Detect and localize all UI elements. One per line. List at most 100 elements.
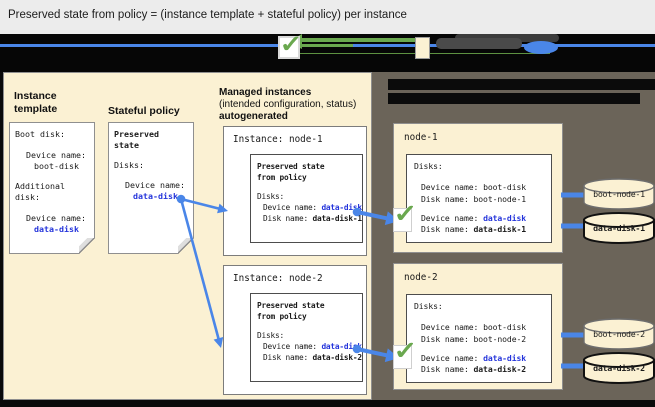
legend-obscured-text-2: [436, 38, 522, 49]
boot-device-row: Device name: boot-disk: [421, 182, 551, 193]
device-value: data-disk: [321, 342, 362, 351]
node-disks-box: Disks: Device name: boot-disk Disk name:…: [406, 294, 552, 383]
managed-instances-heading-line2: (intended configuration, status): [219, 99, 357, 110]
managed-instance-node-2: Instance: node-2 Preserved state from po…: [223, 265, 367, 395]
header-bar: Preserved state from policy = (instance …: [0, 0, 655, 34]
legend-green-arrow-bar: [301, 37, 417, 42]
boot-disk-label: Boot disk:: [15, 129, 65, 139]
obscured-heading-line2: [388, 93, 640, 104]
disk-value: data-disk-2: [473, 364, 527, 375]
cylinder-shape: [583, 212, 655, 244]
data-device-row: Device name: data-disk: [421, 213, 551, 224]
disk-label: Disk name:: [421, 193, 469, 204]
data-disk-row: Disk name: data-disk-1: [421, 224, 551, 235]
disk-cylinder-boot-node-2: boot-node-2: [583, 318, 655, 350]
stateful-policy-heading: Stateful policy: [108, 105, 180, 117]
disk-row: Disk name: data-disk-1: [257, 213, 362, 224]
data-disk-value: data-disk: [34, 223, 79, 234]
data-disk-value: data-disk: [133, 191, 178, 202]
disk-label: data-disk-2: [593, 363, 645, 373]
disk-value: data-disk-2: [312, 353, 362, 362]
vm-node-1: node-1 Disks: Device name: boot-disk Dis…: [393, 123, 563, 253]
device-label: Device name:: [263, 203, 317, 212]
disk-label: boot-node-2: [593, 329, 645, 339]
device-label: Device name:: [421, 182, 479, 193]
check-icon: ✓: [279, 31, 303, 58]
disk-row: Disk name: data-disk-2: [257, 352, 362, 363]
disk-label: Disk name:: [421, 224, 469, 235]
managed-instances-heading-line3: autogenerated: [219, 111, 288, 122]
node-2-checkbox: ✓: [393, 337, 418, 369]
preserved-state-box-title: Preserved state from policy: [257, 162, 325, 182]
device-name-label: Device name:: [125, 180, 185, 191]
device-value: boot-disk: [483, 182, 527, 193]
page-fold: [178, 238, 194, 254]
boot-disk-row: Disk name: boot-node-1: [421, 194, 551, 205]
disk-cylinder-data-disk-1: data-disk-1: [583, 212, 655, 244]
check-icon: ✓: [393, 337, 418, 365]
legend-cream-swatch: [415, 37, 430, 59]
managed-instance-node-1: Instance: node-1 Preserved state from po…: [223, 126, 367, 256]
node-name: node-2: [404, 272, 438, 283]
cylinder-shape: [583, 178, 655, 210]
device-name-label: Device name:: [26, 149, 86, 160]
disk-label: Disk name:: [421, 333, 469, 344]
preserved-state-box: Preserved state from policy Disks: Devic…: [250, 154, 363, 243]
instance-template-doc: Boot disk: Device name: boot-disk Additi…: [9, 122, 95, 254]
disks-label: Disks:: [114, 159, 144, 170]
stateful-policy-doc: Preserved state Disks: Device name: data…: [108, 122, 194, 254]
legend-checkbox: ✓: [278, 31, 303, 59]
disk-value: boot-node-2: [473, 333, 527, 344]
obscured-heading-line1: [388, 79, 655, 90]
boot-disk-value: boot-disk: [34, 160, 79, 171]
legend-disk-icon: [524, 41, 558, 54]
device-value: data-disk: [321, 203, 362, 212]
disk-label: boot-node-1: [593, 189, 645, 199]
disk-label: Disk name:: [421, 364, 469, 375]
device-value: boot-disk: [483, 322, 527, 333]
cylinder-shape: [583, 352, 655, 384]
instance-title: Instance: node-2: [233, 273, 323, 284]
data-device-row: Device name: data-disk: [421, 353, 551, 364]
disks-label: Disks:: [414, 161, 443, 171]
disk-value: data-disk-1: [312, 214, 362, 223]
disks-label: Disks:: [414, 301, 443, 311]
disk-label: Disk name:: [263, 214, 308, 223]
disk-cylinder-boot-node-1: boot-node-1: [583, 178, 655, 210]
additional-disk-label: Additional disk:: [15, 181, 65, 203]
disk-label: data-disk-1: [593, 223, 645, 233]
device-label: Device name:: [263, 342, 317, 351]
device-label: Device name:: [421, 322, 479, 333]
legend-band: ✓: [0, 31, 655, 72]
managed-instances-heading-line1: Managed instances: [219, 87, 312, 98]
data-disk-row: Disk name: data-disk-2: [421, 364, 551, 375]
disks-label: Disks:: [257, 331, 284, 340]
disk-value: boot-node-1: [473, 193, 527, 204]
preserved-state-title: Preserved state: [114, 129, 159, 150]
device-label: Device name:: [421, 352, 479, 363]
check-icon: ✓: [393, 200, 418, 228]
device-value: data-disk: [483, 352, 527, 363]
page-title: Preserved state from policy = (instance …: [8, 9, 407, 21]
vm-node-2: node-2 Disks: Device name: boot-disk Dis…: [393, 263, 563, 390]
device-value: data-disk: [483, 212, 527, 223]
config-panel: Instance template Boot disk: Device name…: [3, 72, 372, 400]
instance-template-heading: Instance template: [14, 90, 58, 115]
disk-label: Disk name:: [263, 353, 308, 362]
boot-device-row: Device name: boot-disk: [421, 322, 551, 333]
instance-title: Instance: node-1: [233, 134, 323, 145]
node-name: node-1: [404, 132, 438, 143]
disk-cylinder-data-disk-2: data-disk-2: [583, 352, 655, 384]
boot-disk-row: Disk name: boot-node-2: [421, 334, 551, 345]
cylinder-shape: [583, 318, 655, 350]
device-name-label: Device name:: [26, 212, 86, 223]
node-disks-box: Disks: Device name: boot-disk Disk name:…: [406, 154, 552, 243]
page-fold: [79, 238, 95, 254]
preserved-state-box-title: Preserved state from policy: [257, 301, 325, 321]
node-1-checkbox: ✓: [393, 200, 418, 232]
device-row: Device name: data-disk: [257, 341, 362, 352]
disk-value: data-disk-1: [473, 224, 527, 235]
device-label: Device name:: [421, 212, 479, 223]
preserved-state-box: Preserved state from policy Disks: Devic…: [250, 293, 363, 382]
device-row: Device name: data-disk: [257, 202, 362, 213]
